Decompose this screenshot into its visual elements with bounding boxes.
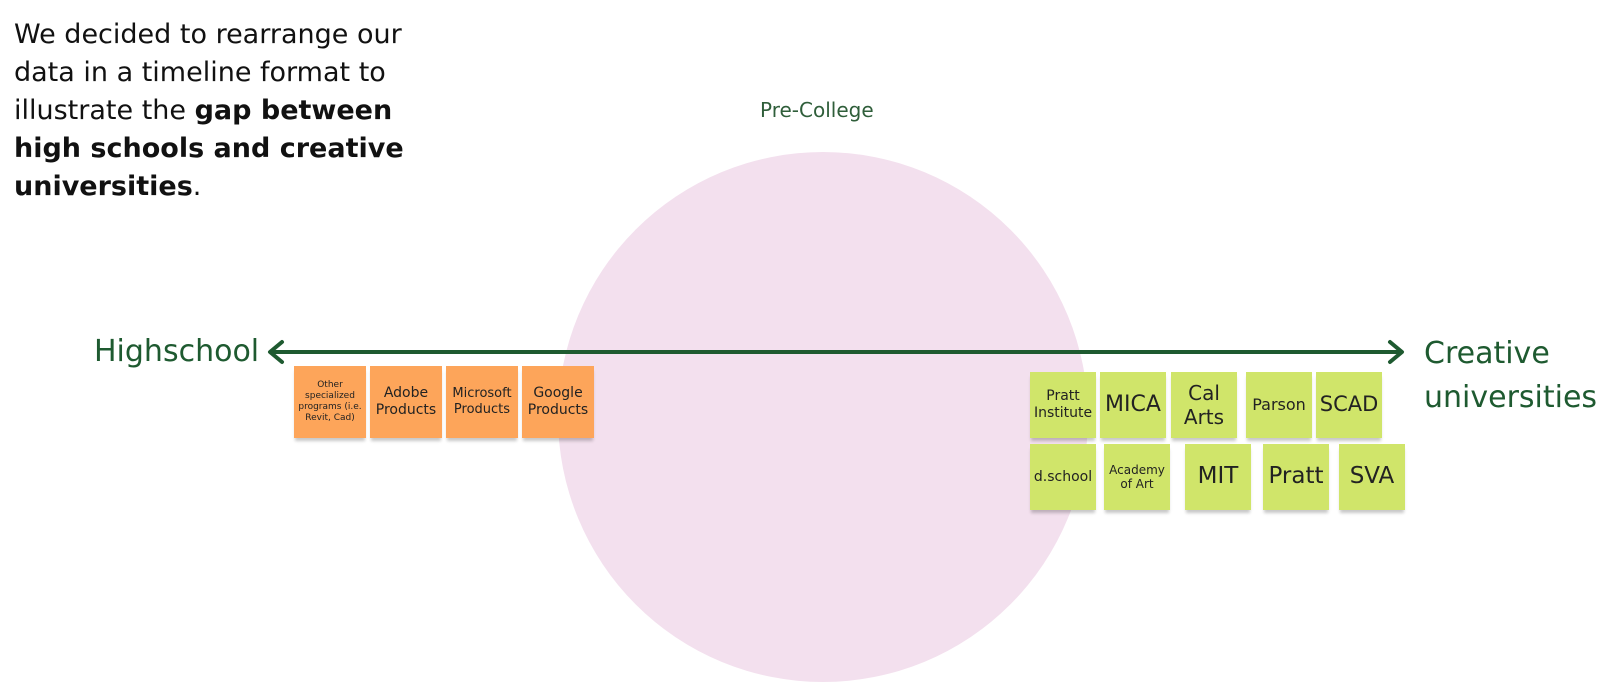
sticky-note-google[interactable]: Google Products <box>522 366 594 438</box>
sticky-note-microsoft[interactable]: Microsoft Products <box>446 366 518 438</box>
sticky-note-other-programs[interactable]: Other specialized programs (i.e. Revit, … <box>294 366 366 438</box>
sticky-note-parson[interactable]: Parson <box>1246 372 1312 438</box>
sticky-note-mica[interactable]: MICA <box>1100 372 1166 438</box>
intro-paragraph: We decided to rearrange our data in a ti… <box>14 16 454 206</box>
sticky-note-dschool[interactable]: d.school <box>1030 444 1096 510</box>
sticky-note-academy-of-art[interactable]: Academy of Art <box>1104 444 1170 510</box>
sticky-note-pratt[interactable]: Pratt <box>1263 444 1329 510</box>
intro-bold-text: gap between high schools and creative un… <box>14 95 404 202</box>
highschool-label: Highschool <box>94 334 260 369</box>
pre-college-label: Pre-College <box>760 98 874 122</box>
sticky-note-cal-arts[interactable]: Cal Arts <box>1171 372 1237 438</box>
pre-college-circle <box>558 152 1088 682</box>
sticky-note-sva[interactable]: SVA <box>1339 444 1405 510</box>
creative-universities-label: Creative universities <box>1424 332 1597 420</box>
sticky-note-scad[interactable]: SCAD <box>1316 372 1382 438</box>
sticky-note-mit[interactable]: MIT <box>1185 444 1251 510</box>
sticky-note-pratt-institute[interactable]: Pratt Institute <box>1030 372 1096 438</box>
creative-universities-label-line2: universities <box>1424 380 1598 415</box>
sticky-note-adobe[interactable]: Adobe Products <box>370 366 442 438</box>
creative-universities-label-line1: Creative <box>1424 336 1550 371</box>
intro-period: . <box>192 171 202 202</box>
intro-text: We decided to rearrange our data in a ti… <box>14 19 402 126</box>
